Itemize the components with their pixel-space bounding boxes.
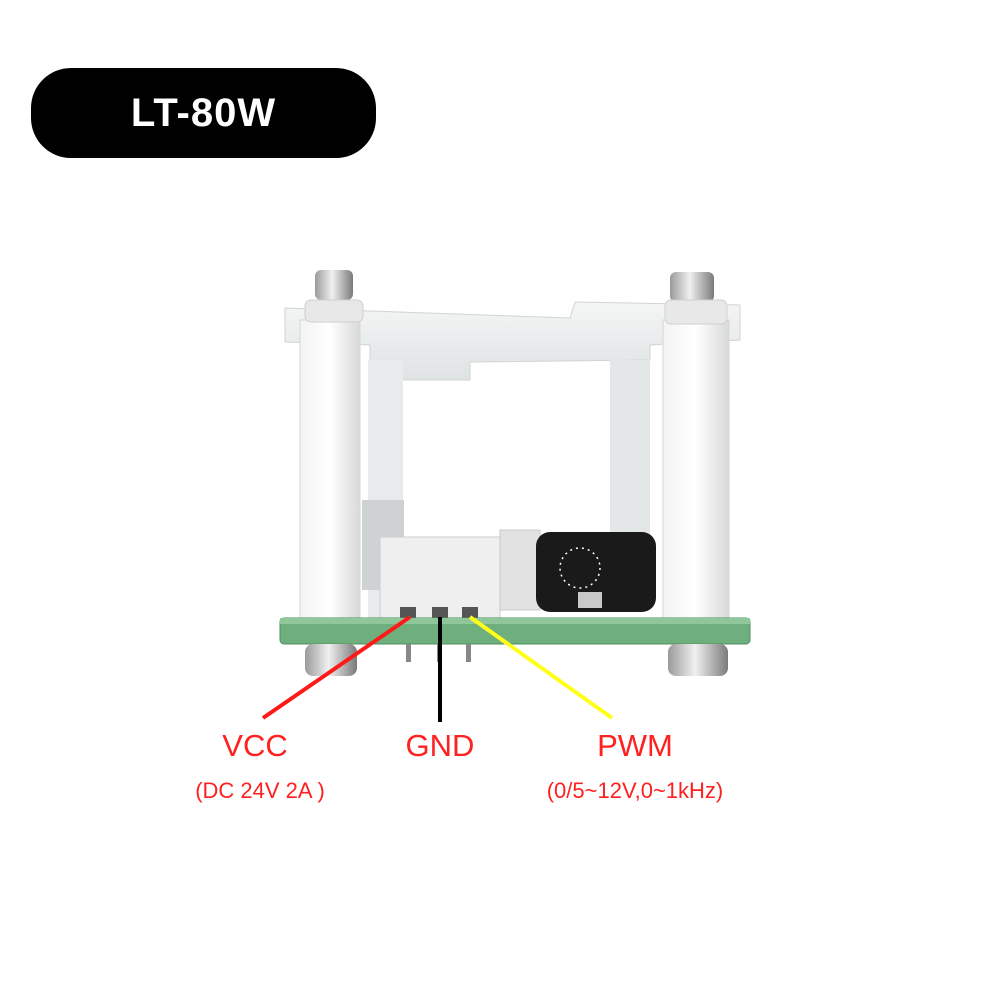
vcc-label: VCC	[222, 728, 288, 763]
vcc-detail: (DC 24V 2A )	[195, 778, 325, 803]
model-name: LT-80W	[130, 90, 277, 135]
bottom-right-screw	[668, 644, 728, 676]
model-badge: LT-80W	[31, 68, 376, 158]
inductor	[536, 532, 656, 612]
vcc-label-group: VCC	[190, 728, 320, 764]
gnd-label-group: GND	[375, 728, 505, 764]
bottom-left-screw	[305, 644, 357, 676]
pwm-detail: (0/5~12V,0~1kHz)	[546, 778, 724, 803]
right-standoff	[662, 272, 730, 621]
gnd-label: GND	[405, 728, 475, 763]
connector-housing	[379, 529, 541, 623]
vcc-detail-group: (DC 24V 2A )	[150, 778, 370, 804]
pin-vcc	[406, 644, 411, 662]
pcb-board	[279, 617, 751, 645]
left-standoff	[299, 270, 364, 621]
pin-pwm	[466, 644, 471, 662]
pwm-label: PWM	[597, 728, 673, 763]
pwm-detail-group: (0/5~12V,0~1kHz)	[490, 778, 780, 804]
pwm-wire-line	[468, 615, 614, 720]
vcc-wire-line	[261, 615, 412, 720]
pwm-label-group: PWM	[565, 728, 705, 764]
